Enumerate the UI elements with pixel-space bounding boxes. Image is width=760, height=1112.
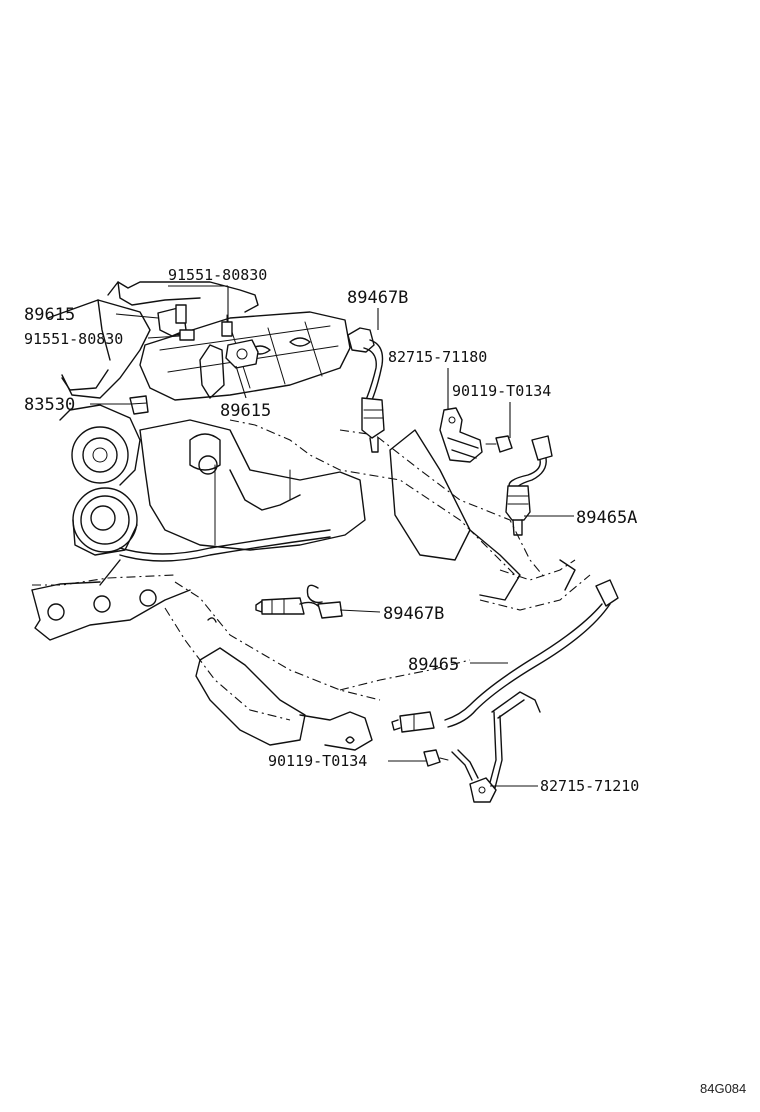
sensor-89467b-mid	[255, 584, 343, 619]
bolt-91551-left	[173, 329, 195, 341]
label-89465a[interactable]: 89465A	[576, 508, 637, 528]
exhaust-system	[164, 419, 591, 751]
label-89467b-mid[interactable]: 89467B	[383, 604, 444, 624]
diagram-code: 84G084	[700, 1081, 746, 1096]
bolt-90119-top	[485, 435, 513, 453]
part-labels: 91551-80830 89615 91551-80830 83530 8961…	[24, 266, 639, 795]
engine-outline	[31, 281, 366, 641]
sensor-parts	[129, 304, 619, 803]
label-82715-71210[interactable]: 82715-71210	[540, 777, 639, 795]
bracket-82715-71180	[439, 407, 483, 463]
label-90119-t0134-bottom[interactable]: 90119-T0134	[268, 752, 367, 770]
sensor-89465a	[505, 435, 553, 536]
switch-83530	[129, 395, 149, 415]
label-89615-mid[interactable]: 89615	[220, 401, 271, 421]
sensor-89467b-top	[347, 327, 385, 453]
bolt-91551-top	[221, 314, 233, 337]
label-89467b-top[interactable]: 89467B	[347, 288, 408, 308]
sensor-89465	[391, 579, 619, 733]
label-91551-80830-top[interactable]: 91551-80830	[168, 266, 267, 284]
label-83530[interactable]: 83530	[24, 395, 75, 415]
label-90119-t0134-top[interactable]: 90119-T0134	[452, 382, 551, 400]
sensor-89615-mid	[225, 339, 259, 369]
bolt-90119-bottom	[423, 749, 449, 767]
label-91551-80830-left[interactable]: 91551-80830	[24, 330, 123, 348]
leader-lines	[90, 285, 574, 787]
label-82715-71180[interactable]: 82715-71180	[388, 348, 487, 366]
bracket-82715-71210	[451, 691, 541, 803]
label-89615-top[interactable]: 89615	[24, 305, 75, 325]
label-89465[interactable]: 89465	[408, 655, 459, 675]
